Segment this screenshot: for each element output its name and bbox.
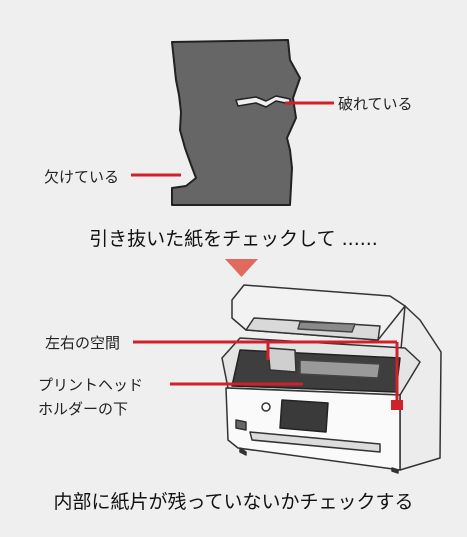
- step1-heading: 引き抜いた紙をチェックして ......: [89, 228, 378, 250]
- down-triangle-arrow-icon: [225, 259, 258, 277]
- label-print-head-line2: ホルダーの下: [38, 400, 129, 418]
- label-torn: 破れている: [338, 95, 413, 113]
- side-gap-marker: [391, 400, 403, 410]
- label-print-head-line1: プリントヘッド: [38, 376, 144, 394]
- step2-heading: 内部に紙片が残っていないかチェックする: [53, 491, 414, 513]
- torn-paper-sheet: [171, 39, 301, 206]
- label-chipped: 欠けている: [44, 168, 120, 186]
- printer-illustration: [221, 284, 442, 474]
- label-side-gap: 左右の空間: [45, 334, 121, 352]
- printer-callout-leaders: [133, 340, 399, 402]
